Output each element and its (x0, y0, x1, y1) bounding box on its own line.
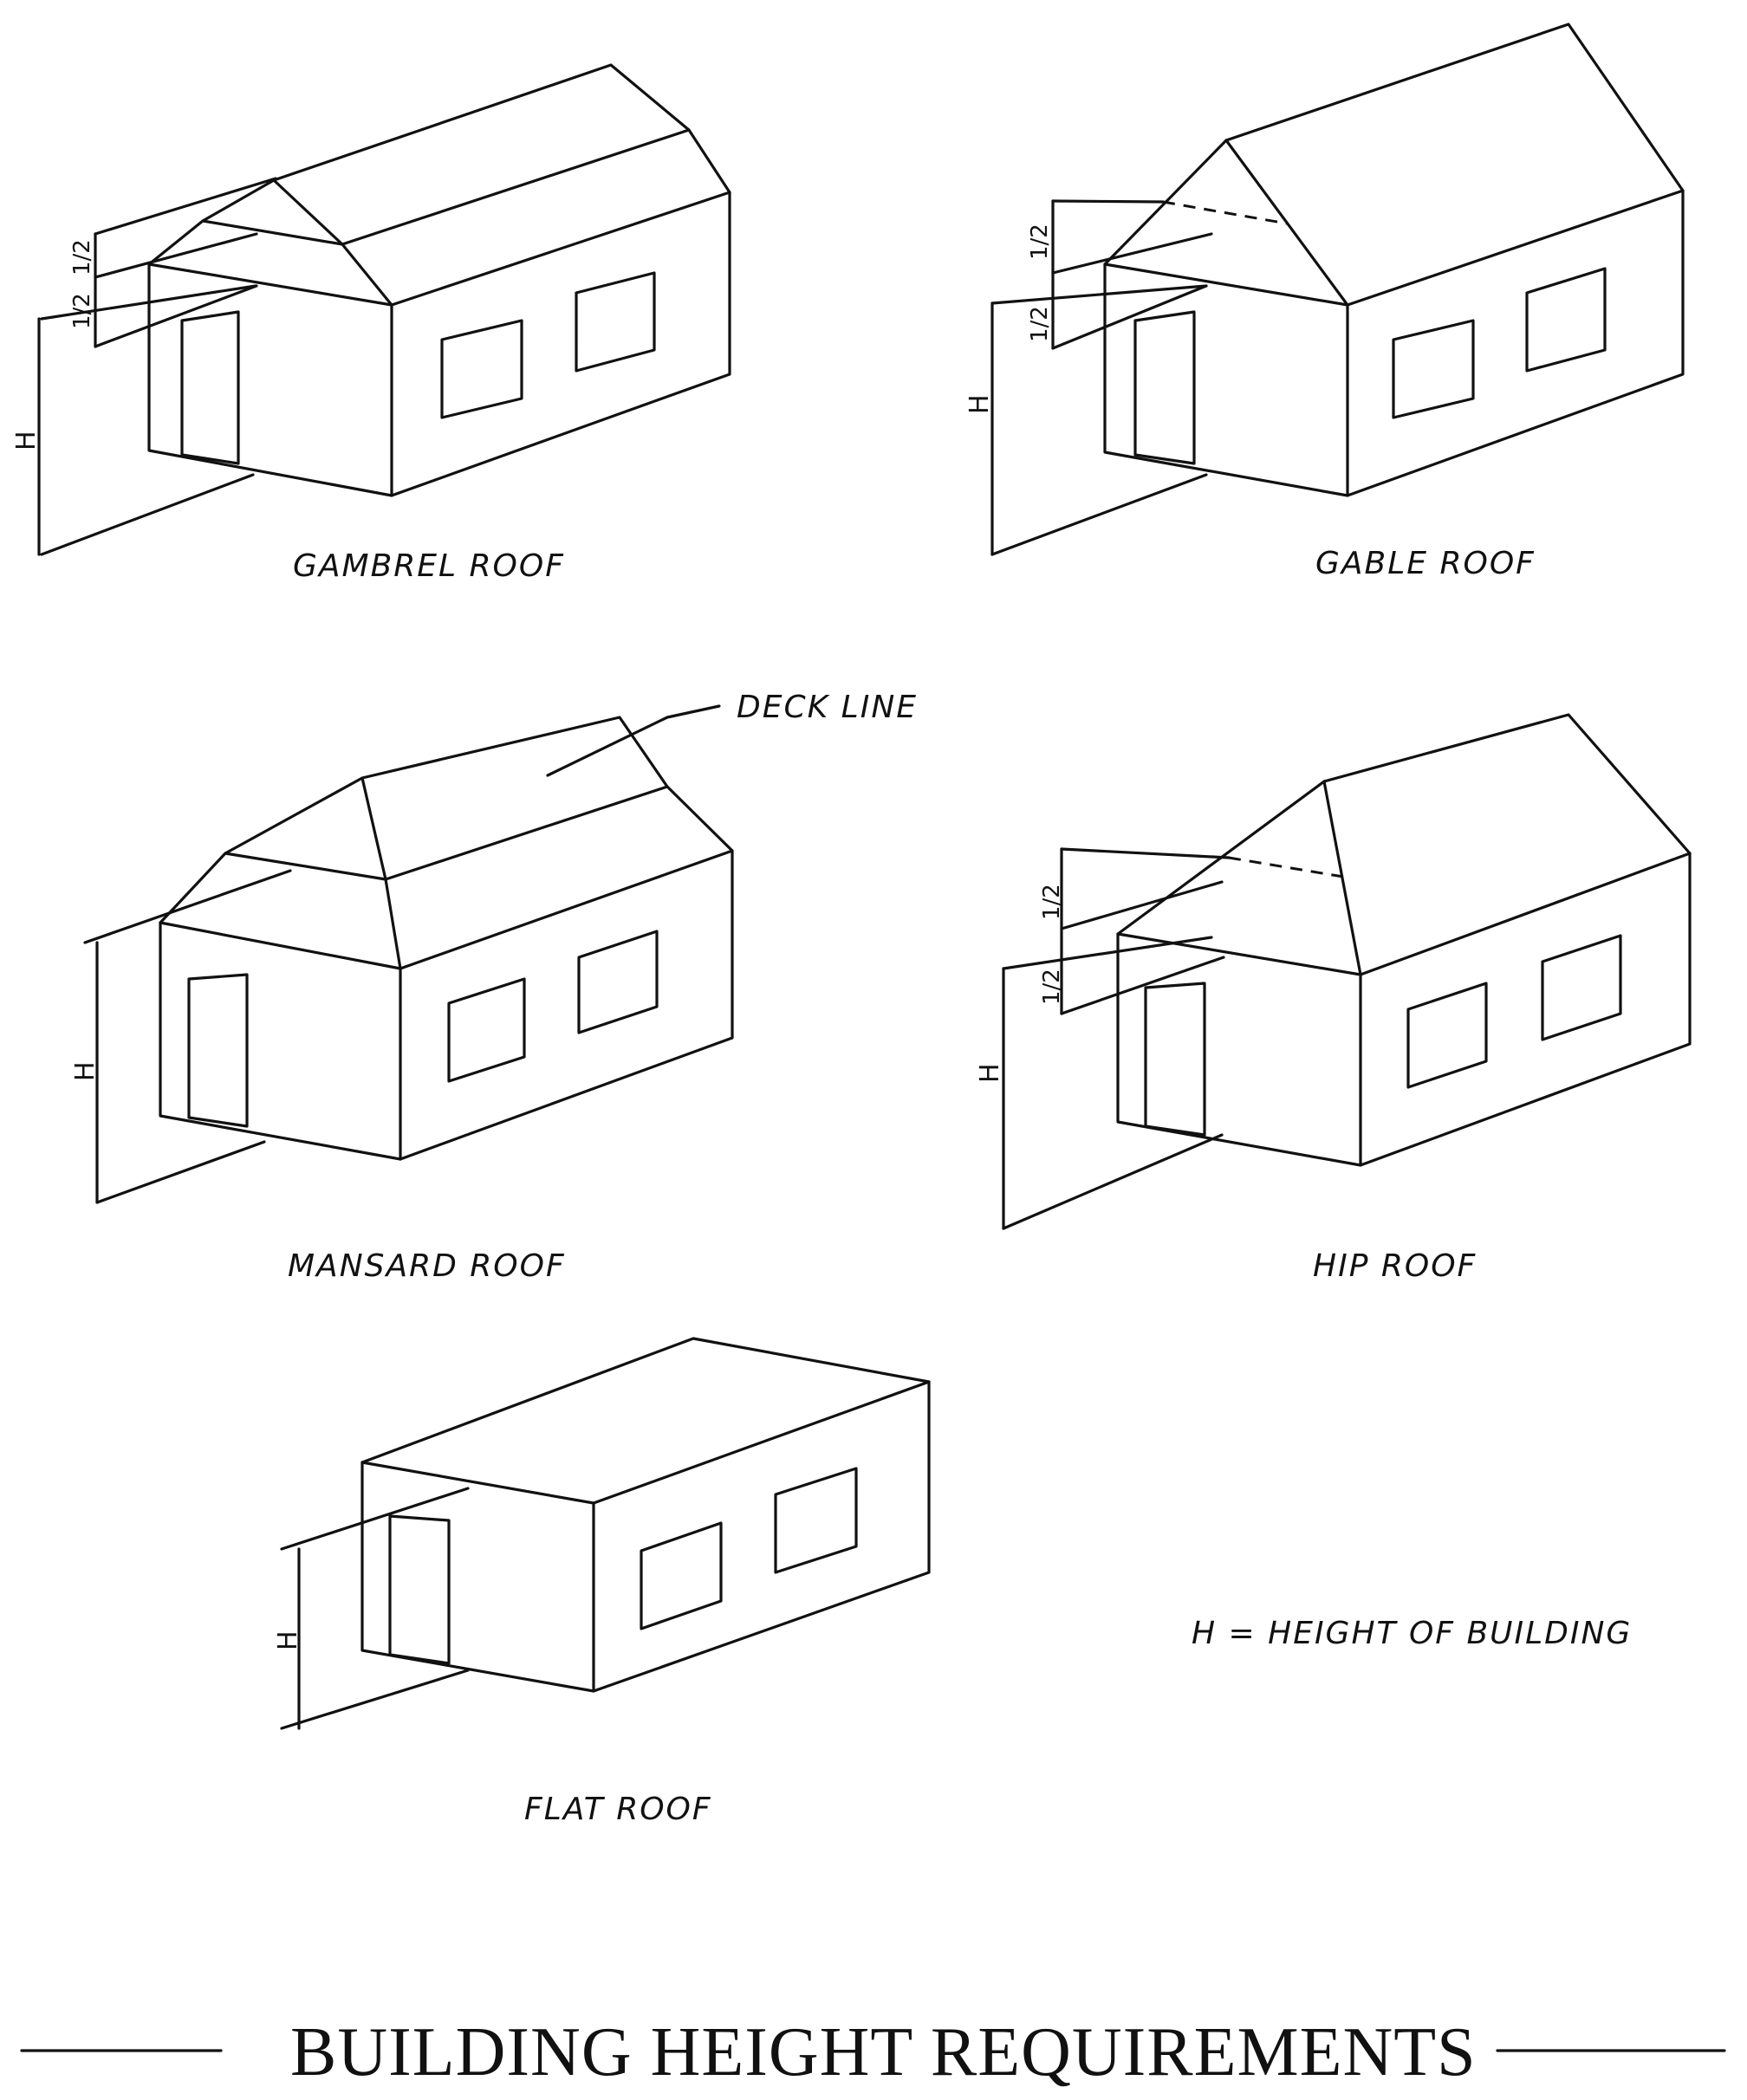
page-title: BUILDING HEIGHT REQUIREMENTS (290, 2014, 1477, 2090)
gable-roof-figure: 1/2 1/2 H GABLE ROOF (964, 23, 1685, 581)
gable-dimension-lines (990, 199, 1213, 556)
gambrel-dim-upper: 1/2 (69, 239, 95, 275)
gambrel-height-mark: H (11, 431, 42, 450)
height-legend: H = HEIGHT OF BUILDING (1192, 1616, 1632, 1651)
mansard-roof-label: MANSARD ROOF (288, 1248, 566, 1284)
hip-roof-label: HIP ROOF (1313, 1248, 1477, 1284)
gable-height-mark: H (964, 394, 995, 414)
gable-roof-label: GABLE ROOF (1315, 546, 1536, 581)
mansard-roof-figure: DECK LINE H MANSARD ROOF (70, 690, 918, 1284)
mansard-dimension-lines (83, 869, 292, 1204)
gambrel-dim-lower: 1/2 (69, 293, 95, 329)
hip-dimension-lines (1002, 847, 1231, 1230)
gambrel-roof-figure: 1/2 1/2 H GAMBREL ROOF (11, 63, 731, 584)
gable-house (1103, 23, 1685, 497)
mansard-house (159, 716, 734, 1161)
flat-dimension-lines (280, 1487, 470, 1730)
deck-line-callout: DECK LINE (737, 690, 918, 725)
mansard-height-mark: H (70, 1061, 101, 1081)
hip-dim-upper: 1/2 (1039, 884, 1065, 920)
gambrel-dimension-lines (37, 177, 277, 556)
title-block: BUILDING HEIGHT REQUIREMENTS (20, 2014, 1726, 2090)
flat-house (360, 1337, 931, 1693)
hip-house (1116, 713, 1692, 1167)
hip-dim-lower: 1/2 (1039, 969, 1065, 1005)
deck-line-leader (546, 704, 721, 777)
gable-dim-upper: 1/2 (1027, 224, 1053, 260)
hip-roof-figure: 1/2 1/2 H HIP ROOF (975, 713, 1692, 1284)
flat-roof-label: FLAT ROOF (524, 1792, 712, 1827)
hip-height-mark: H (975, 1063, 1005, 1083)
gambrel-roof-label: GAMBREL ROOF (293, 548, 565, 584)
gable-dim-lower: 1/2 (1027, 306, 1053, 342)
flat-height-mark: H (273, 1630, 303, 1650)
gambrel-house (147, 63, 731, 497)
flat-roof-figure: H FLAT ROOF (273, 1337, 931, 1827)
